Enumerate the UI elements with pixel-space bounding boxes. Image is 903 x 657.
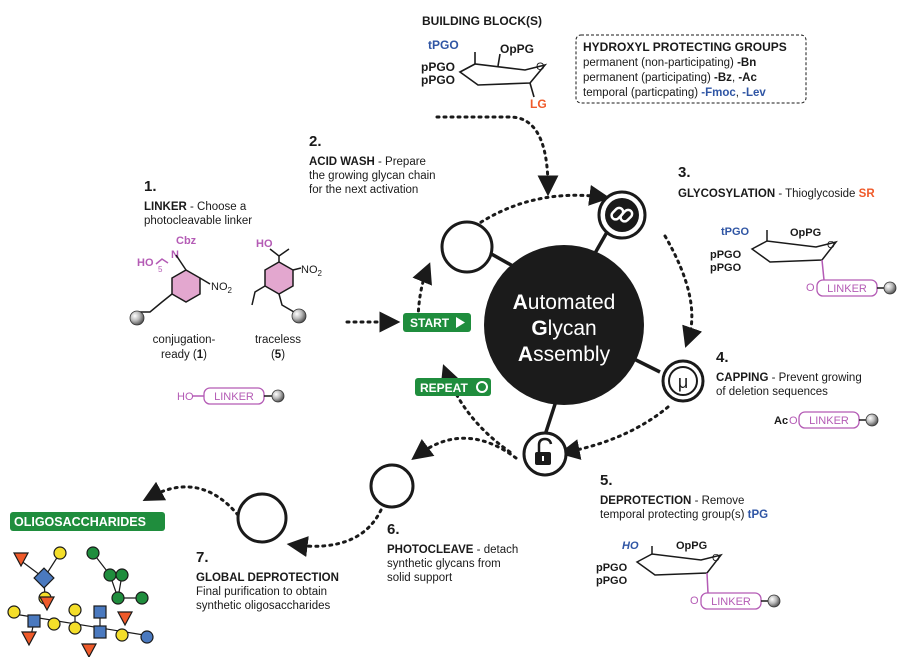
step7-global-deprotection: 7. GLOBAL DEPROTECTION Final purificatio…: [196, 549, 339, 612]
svg-text:ready (1): ready (1): [161, 349, 207, 361]
svg-text:pPGO: pPGO: [421, 73, 455, 87]
svg-text:Ac: Ac: [774, 415, 788, 427]
svg-text:Automated: Automated: [513, 291, 616, 314]
svg-text:LINKER: LINKER: [711, 596, 751, 608]
svg-text:O: O: [827, 240, 835, 251]
svg-text:CAPPING - Prevent growing: CAPPING - Prevent growing: [716, 372, 862, 384]
svg-text:N: N: [171, 249, 179, 261]
svg-text:Final purification to obtain: Final purification to obtain: [196, 586, 327, 598]
step2-station: [440, 220, 494, 274]
svg-text:synthetic glycans from: synthetic glycans from: [387, 558, 501, 570]
svg-text:NO2: NO2: [301, 264, 323, 278]
svg-text:pPGO: pPGO: [421, 60, 455, 74]
svg-text:O: O: [690, 595, 699, 607]
mu-icon: μ: [661, 359, 705, 403]
svg-text:GLOBAL DEPROTECTION: GLOBAL DEPROTECTION: [196, 572, 339, 584]
svg-text:pPGO: pPGO: [596, 575, 628, 587]
oligosaccharides-badge: OLIGOSACCHARIDES: [10, 512, 165, 531]
svg-text:4.: 4.: [716, 349, 729, 366]
svg-text:Cbz: Cbz: [176, 235, 197, 247]
svg-text:DEPROTECTION - Remove: DEPROTECTION - Remove: [600, 495, 744, 507]
svg-text:permanent (non-participating): permanent (non-participating) -Bn: [583, 57, 756, 69]
svg-text:HO: HO: [256, 238, 273, 250]
svg-text:pPGO: pPGO: [710, 262, 742, 274]
step5-deprotection: 5. DEPROTECTION - Remove temporal protec…: [596, 472, 781, 610]
svg-text:LINKER: LINKER: [809, 415, 849, 427]
svg-text:O: O: [789, 415, 798, 427]
step2-acid-wash: 2. ACID WASH - Prepare the growing glyca…: [309, 133, 436, 196]
svg-text:the growing glycan chain: the growing glycan chain: [309, 170, 436, 182]
svg-text:O: O: [806, 282, 815, 294]
svg-text:for the next activation: for the next activation: [309, 184, 418, 196]
unlock-icon: [522, 431, 568, 477]
svg-text:photocleavable linker: photocleavable linker: [144, 215, 252, 227]
svg-text:GLYCOSYLATION - Thioglycoside: GLYCOSYLATION - Thioglycoside SR: [678, 188, 875, 200]
svg-text:5: 5: [158, 265, 163, 274]
svg-text:μ: μ: [678, 372, 688, 392]
svg-text:LINKER: LINKER: [214, 391, 254, 403]
repeat-badge: REPEAT: [415, 378, 491, 396]
step7-station: [236, 492, 288, 544]
svg-text:O: O: [712, 553, 720, 564]
svg-text:PHOTOCLEAVE - detach: PHOTOCLEAVE - detach: [387, 544, 518, 556]
svg-text:BUILDING BLOCK(S): BUILDING BLOCK(S): [422, 14, 542, 28]
svg-text:OpPG: OpPG: [676, 540, 707, 552]
svg-text:2.: 2.: [309, 133, 322, 150]
svg-text:6.: 6.: [387, 521, 400, 538]
svg-text:HO: HO: [177, 391, 194, 403]
svg-text:synthetic oligosaccharides: synthetic oligosaccharides: [196, 600, 330, 612]
svg-text:temporal (particpating) -Fmoc,: temporal (particpating) -Fmoc, -Lev: [583, 87, 766, 99]
svg-text:HO: HO: [137, 257, 154, 269]
svg-text:tPGO: tPGO: [721, 226, 750, 238]
svg-text:Assembly: Assembly: [518, 343, 611, 366]
svg-text:OLIGOSACCHARIDES: OLIGOSACCHARIDES: [14, 515, 146, 529]
svg-text:tPGO: tPGO: [428, 38, 459, 52]
svg-text:LINKER: LINKER: [827, 283, 867, 295]
svg-text:permanent (participating) -Bz,: permanent (participating) -Bz, -Ac: [583, 72, 757, 84]
svg-text:traceless: traceless: [255, 334, 301, 346]
svg-text:LG: LG: [530, 97, 547, 111]
protecting-groups-box: HYDROXYL PROTECTING GROUPS permanent (no…: [575, 34, 807, 104]
step6-station: [369, 463, 415, 509]
svg-text:of deletion sequences: of deletion sequences: [716, 386, 828, 398]
start-badge: START: [403, 313, 471, 332]
central-hub: Automated Glycan Assembly: [484, 245, 644, 405]
svg-text:pPGO: pPGO: [710, 249, 742, 261]
step1-linker: 1. LINKER - Choose a photocleavable link…: [129, 178, 323, 405]
svg-text:Glycan: Glycan: [531, 317, 596, 340]
svg-text:1.: 1.: [144, 178, 157, 195]
svg-text:OpPG: OpPG: [500, 42, 534, 56]
svg-text:HO: HO: [622, 540, 639, 552]
step3-glycosylation: 3. GLYCOSYLATION - Thioglycoside SR tPGO…: [678, 164, 897, 297]
svg-text:NO2: NO2: [211, 281, 233, 295]
step6-photocleave: 6. PHOTOCLEAVE - detach synthetic glycan…: [387, 521, 518, 584]
svg-text:(5): (5): [271, 349, 285, 361]
svg-text:temporal protecting group(s) t: temporal protecting group(s) tPG: [600, 509, 768, 521]
step4-capping: 4. CAPPING - Prevent growing of deletion…: [716, 349, 879, 429]
svg-text:O: O: [536, 61, 545, 73]
svg-text:ACID WASH - Prepare: ACID WASH - Prepare: [309, 156, 426, 168]
svg-text:solid support: solid support: [387, 572, 453, 584]
link-icon: [597, 190, 647, 240]
svg-text:LINKER - Choose a: LINKER - Choose a: [144, 201, 247, 213]
svg-text:pPGO: pPGO: [596, 562, 628, 574]
svg-text:5.: 5.: [600, 472, 613, 489]
svg-text:3.: 3.: [678, 164, 691, 181]
svg-text:OpPG: OpPG: [790, 227, 821, 239]
svg-text:HYDROXYL PROTECTING GROUPS: HYDROXYL PROTECTING GROUPS: [583, 40, 787, 54]
svg-text:REPEAT: REPEAT: [420, 381, 468, 395]
glycan-symbols: [7, 546, 154, 657]
svg-text:START: START: [410, 316, 450, 330]
svg-text:7.: 7.: [196, 549, 209, 566]
building-block: BUILDING BLOCK(S) tPGO OpPG pPGO pPGO O …: [421, 14, 548, 111]
svg-text:conjugation-: conjugation-: [153, 334, 216, 346]
